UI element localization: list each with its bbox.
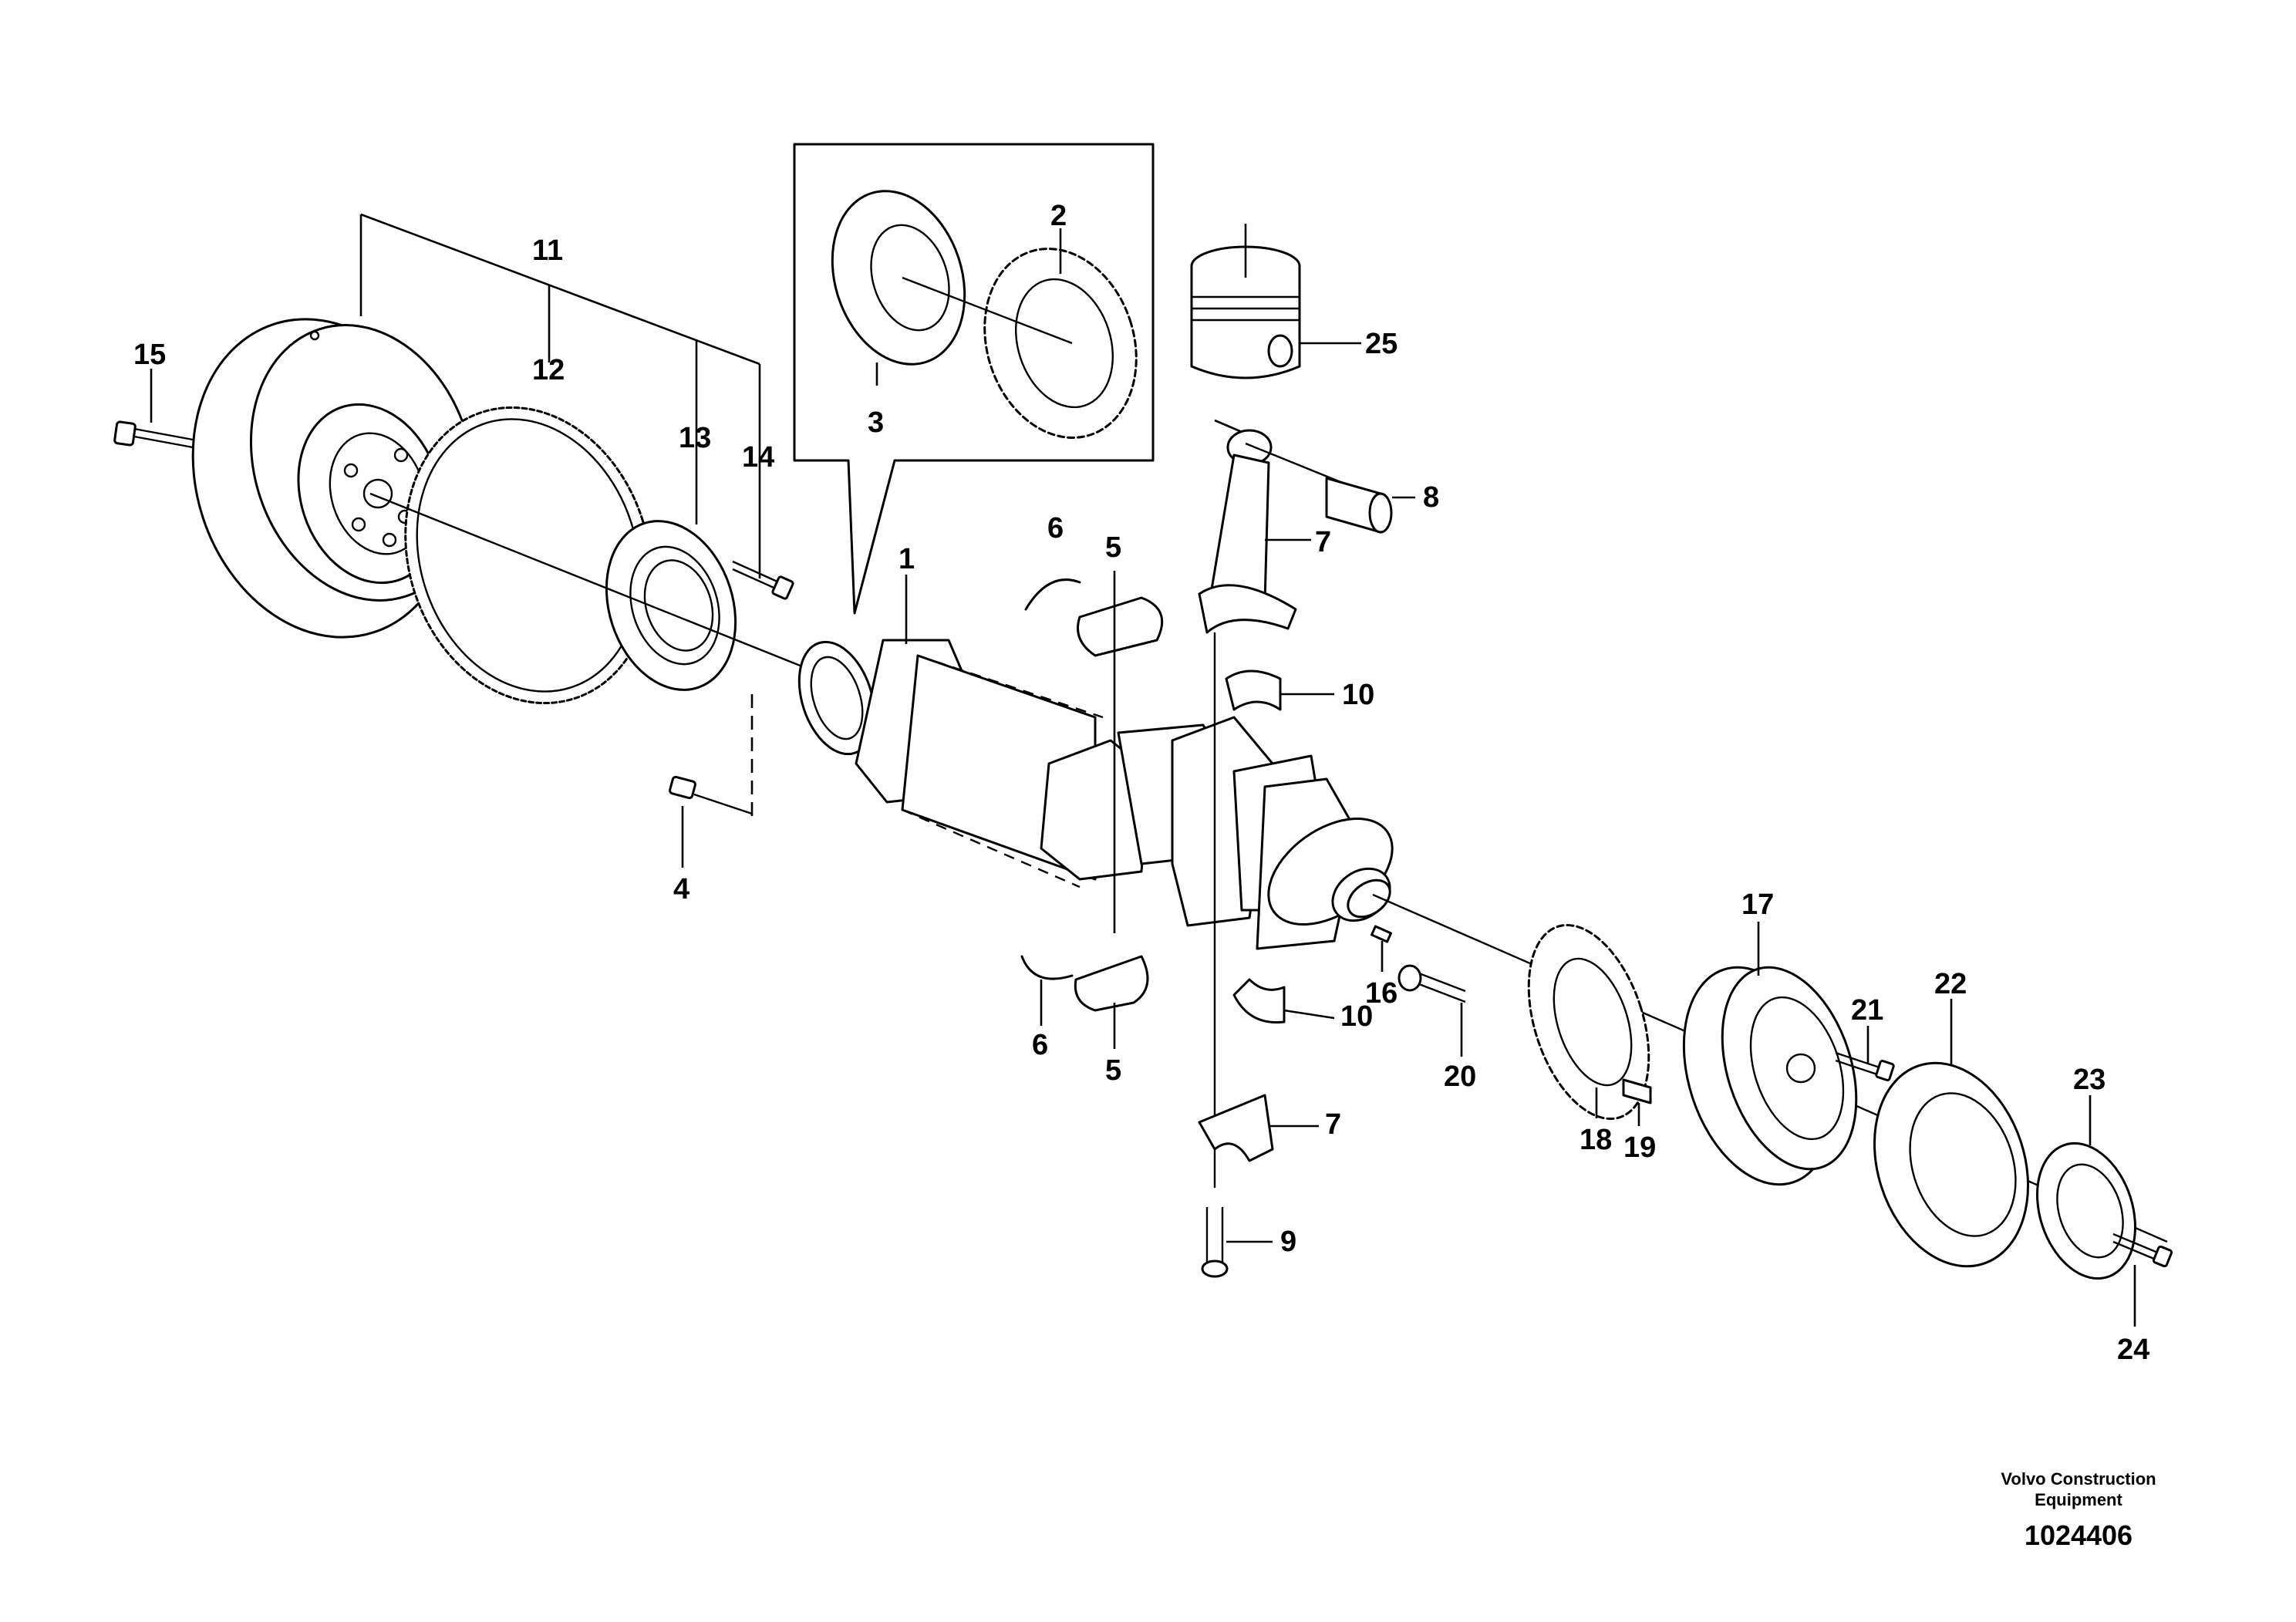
callout-8: 8 bbox=[1423, 481, 1439, 514]
brand-line-2: Equipment bbox=[2035, 1490, 2122, 1509]
seal-carrier bbox=[605, 520, 737, 691]
callout-6-upper: 6 bbox=[1047, 512, 1064, 545]
callout-22: 22 bbox=[1934, 968, 1967, 1000]
callout-1: 1 bbox=[899, 543, 915, 575]
pulley bbox=[1682, 922, 1858, 1186]
callout-10-upper: 10 bbox=[1342, 679, 1374, 711]
callout-5-upper: 5 bbox=[1105, 531, 1121, 564]
upper-main-bearing-5 bbox=[1077, 571, 1164, 933]
callout-9: 9 bbox=[1280, 1226, 1296, 1258]
lower-rod-bearing-10 bbox=[1232, 978, 1335, 1024]
footer: Volvo Construction Equipment 1024406 bbox=[2001, 1469, 2156, 1551]
callout-12: 12 bbox=[532, 354, 565, 386]
detail-inset bbox=[793, 143, 1155, 615]
callout-19: 19 bbox=[1623, 1131, 1656, 1164]
lower-thrust-washer-6 bbox=[1020, 955, 1074, 1026]
callout-labels: 1 2 3 4 5 5 6 6 7 7 8 9 10 10 11 12 13 1… bbox=[133, 200, 2149, 1366]
callout-14: 14 bbox=[742, 441, 774, 474]
callout-3: 3 bbox=[868, 406, 884, 439]
callout-17: 17 bbox=[1741, 889, 1774, 921]
brand-line-1: Volvo Construction bbox=[2001, 1469, 2156, 1489]
assembly-axis-left bbox=[369, 492, 834, 680]
bolt-14 bbox=[732, 560, 794, 600]
plug-4 bbox=[669, 694, 754, 868]
callout-6-lower: 6 bbox=[1032, 1029, 1048, 1061]
sprocket bbox=[1527, 923, 1650, 1121]
crankshaft bbox=[797, 639, 2168, 1243]
key-16 bbox=[1371, 925, 1392, 972]
piston-pin bbox=[1325, 477, 1415, 534]
pin-19 bbox=[1622, 1078, 1652, 1126]
bolt-20 bbox=[1397, 964, 1466, 1057]
upper-rod-bearing-10 bbox=[1225, 669, 1334, 711]
bolt-21 bbox=[1835, 1026, 1895, 1081]
upper-thrust-washer-6 bbox=[1024, 578, 1081, 611]
callout-23: 23 bbox=[2073, 1064, 2106, 1096]
callout-13: 13 bbox=[679, 422, 711, 454]
damper bbox=[1873, 999, 2030, 1268]
callout-20: 20 bbox=[1444, 1061, 1476, 1093]
callout-11: 11 bbox=[532, 234, 563, 267]
callout-2: 2 bbox=[1050, 200, 1067, 232]
callout-15: 15 bbox=[133, 339, 166, 371]
bolt-15 bbox=[113, 369, 194, 449]
callout-7-upper: 7 bbox=[1315, 526, 1331, 558]
callout-18: 18 bbox=[1580, 1124, 1612, 1156]
ring-gear bbox=[404, 406, 652, 705]
piston bbox=[1190, 224, 1361, 379]
callout-16: 16 bbox=[1365, 977, 1397, 1010]
rod-bolt bbox=[1201, 1207, 1273, 1278]
lower-main-bearing-5 bbox=[1074, 955, 1149, 1049]
plate-23 bbox=[2036, 1095, 2136, 1280]
callout-24: 24 bbox=[2117, 1334, 2149, 1366]
callout-7-lower: 7 bbox=[1325, 1108, 1341, 1141]
group-bracket bbox=[359, 213, 761, 578]
callout-10-lower: 10 bbox=[1340, 1000, 1373, 1033]
callout-25: 25 bbox=[1365, 328, 1397, 360]
callout-4: 4 bbox=[673, 873, 689, 905]
bolt-24 bbox=[2112, 1233, 2173, 1327]
callout-21: 21 bbox=[1851, 994, 1883, 1027]
connecting-rod bbox=[1198, 419, 1389, 634]
callout-5-lower: 5 bbox=[1105, 1054, 1121, 1087]
document-number: 1024406 bbox=[2025, 1519, 2132, 1551]
rod-cap bbox=[1198, 1094, 1319, 1162]
